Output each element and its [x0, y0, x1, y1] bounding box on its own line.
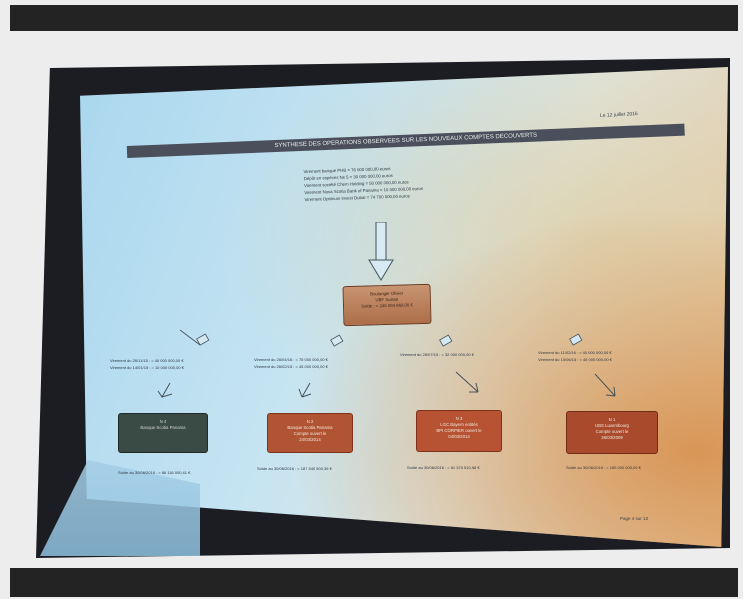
- balance-4: Solde au 30/06/2016 : = 150 000 000,00 €: [566, 465, 641, 470]
- money-transfer-icon: [330, 334, 344, 347]
- account-detail: Compte ouvert le: [595, 429, 629, 434]
- flow-line: Virement du 11/02/16 : = 40 000 000,00 €: [538, 350, 612, 355]
- flow-line: Virement du 14/01/15 : = 10 000 000,00 €: [110, 364, 184, 370]
- flow-arrow-1: [157, 382, 173, 398]
- balance-3: Solde au 30/06/2016 : = 61 370 510,58 €: [407, 465, 480, 470]
- account-bank: LGC Bayern entités: [440, 422, 478, 427]
- money-transfer-icon: [569, 333, 583, 346]
- flow-line: Virement du 26/04/16 : = 75 000 000,00 €: [254, 357, 328, 362]
- flow-text-4: Virement du 11/02/16 : = 40 000 000,00 €…: [538, 350, 612, 363]
- flow-text-1: Virement du 26/11/15 : = 40 000 000,00 €…: [110, 358, 184, 371]
- account-number: N 2: [306, 419, 314, 424]
- account-detail: Compte ouvert le: [293, 431, 327, 436]
- money-transfer-icon: [196, 333, 210, 346]
- flow-line: Virement du 26/02/15 : = 45 000 000,00 €: [254, 363, 328, 369]
- flow-text-2: Virement du 26/04/16 : = 75 000 000,00 €…: [254, 357, 328, 370]
- flow-text-3: Virement du 26/07/15 : = 32 000 000,00 €: [400, 352, 474, 359]
- down-arrow-icon: [368, 222, 394, 281]
- account-date: 04/03/2014: [448, 434, 470, 439]
- flow-line: Virement du 26/11/15 : = 40 000 000,00 €: [110, 358, 184, 363]
- page-number: Page 4 sur 13: [620, 516, 649, 521]
- balance-1: Solde au 30/06/2016 : = 86 116 000,41 €: [118, 470, 191, 475]
- account-date: 24/03/2014: [299, 437, 321, 442]
- account-box-1: N 4 Banque Scotia Panama: [118, 413, 208, 453]
- flow-arrow-4: [594, 373, 616, 397]
- top-black-band: [10, 5, 738, 31]
- flow-line: Virement du 26/07/15 : = 32 000 000,00 €: [400, 352, 474, 357]
- balance-2: Solde au 30/06/2016 : = 187 540 500,35 €: [257, 466, 332, 471]
- account-number: N 4: [159, 419, 167, 424]
- account-bank: Banque Scotia Panama: [140, 425, 186, 430]
- flow-line: Virement du 10/06/15 : = 45 000 000,00 €: [538, 356, 612, 362]
- account-number: N 3: [455, 416, 463, 421]
- flow-arrow-3: [455, 371, 479, 393]
- account-box-2: N 2 Banque Scotia Panama Compte ouvert l…: [267, 413, 353, 453]
- account-bank: Banque Scotia Panama: [287, 425, 333, 430]
- account-detail: BPI CORPIER ouvert le: [436, 428, 482, 433]
- flow-icon-line: [179, 329, 201, 346]
- account-number: N 1: [608, 417, 616, 422]
- money-transfer-icon: [439, 334, 453, 347]
- account-date: 26/03/2009: [601, 435, 623, 440]
- account-bank: UBS Luxembourg: [595, 423, 629, 428]
- flow-arrow-2: [298, 382, 312, 398]
- bottom-black-band: [10, 568, 738, 597]
- account-box-3: N 3 LGC Bayern entités BPI CORPIER ouver…: [416, 410, 502, 452]
- account-box-4: N 1 UBS Luxembourg Compte ouvert le 26/0…: [566, 411, 658, 454]
